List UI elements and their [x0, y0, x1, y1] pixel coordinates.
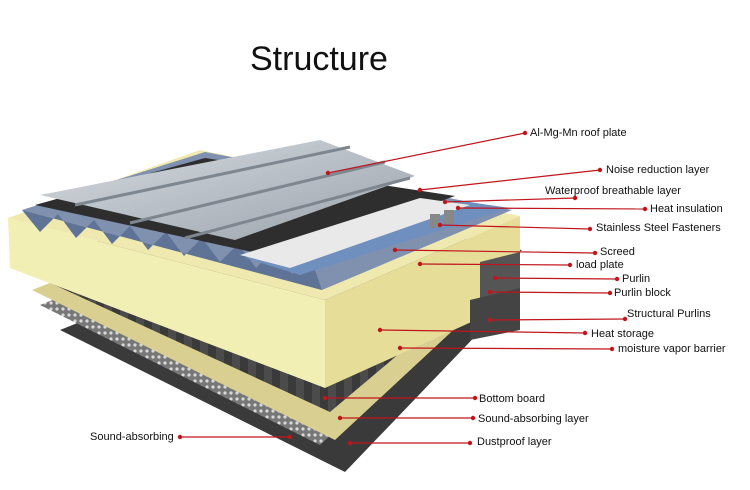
leader-line [419, 169, 601, 191]
layer-label: moisture vapor barrier [618, 343, 726, 355]
layer-label: Screed [600, 246, 635, 258]
leader-line [379, 329, 586, 334]
leader-dot [377, 327, 383, 333]
leader-dot [325, 170, 331, 176]
layer-label: load plate [576, 259, 624, 271]
layer-label: Purlin block [614, 287, 671, 299]
leader-line [457, 207, 646, 210]
roof-plate-shape [40, 140, 415, 240]
layer-label: Al-Mg-Mn roof plate [530, 127, 627, 139]
screed-shape [240, 198, 470, 268]
leader-dot [287, 434, 293, 440]
insulation-side [325, 216, 520, 388]
leader-line [489, 291, 611, 294]
leader-dot [609, 346, 615, 352]
layer-label: Heat insulation [650, 203, 723, 215]
layer-label: Heat storage [591, 328, 654, 340]
leader-dot [572, 195, 578, 201]
leader-dot [442, 199, 448, 205]
leader-dot [622, 316, 628, 322]
leader-dot [642, 206, 648, 212]
leader-dot [522, 130, 528, 136]
roof-seam [129, 160, 386, 225]
leader-dot [592, 250, 598, 256]
leader-dot [322, 395, 328, 401]
leader-line [494, 277, 618, 280]
leader-dot [392, 247, 398, 253]
leader-dot [470, 415, 476, 421]
leader-line [394, 249, 596, 254]
roof-seam [184, 176, 411, 240]
leader-dot [455, 205, 461, 211]
leader-line [439, 224, 591, 230]
leader-dot [487, 289, 493, 295]
layer-label: Dustproof layer [477, 436, 552, 448]
roof-seam [74, 145, 351, 207]
leader-line [419, 263, 571, 266]
leader-dot [347, 440, 353, 446]
leader-line [327, 132, 526, 174]
fastener-shape [430, 214, 440, 228]
layer-label: Sound-absorbing layer [478, 413, 589, 425]
layer-label: Structural Purlins [627, 308, 711, 320]
fastener-shape [444, 210, 454, 224]
leader-dot [437, 222, 443, 228]
deck-front-zigzag [22, 210, 322, 290]
layer-label: Waterproof breathable layer [545, 185, 681, 197]
insulation-front [8, 218, 325, 388]
leader-dot [567, 262, 573, 268]
layer-label: Stainless Steel Fasteners [596, 222, 721, 234]
leader-dot [397, 345, 403, 351]
layer-label: Purlin [622, 273, 650, 285]
leader-dot [607, 290, 613, 296]
leader-dot [614, 276, 620, 282]
leader-dot [587, 226, 593, 232]
diagram-title: Structure [250, 40, 388, 78]
leader-dot [177, 434, 183, 440]
leader-dot [337, 415, 343, 421]
leader-dot [492, 275, 498, 281]
layer-label: Sound-absorbing [90, 431, 174, 443]
leader-dot [472, 395, 478, 401]
structural-purlin-shape [470, 288, 520, 340]
layer-label: Bottom board [479, 393, 545, 405]
leader-line [489, 318, 626, 321]
leader-dot [467, 440, 473, 446]
leader-dot [597, 167, 603, 173]
leader-dot [582, 330, 588, 336]
leader-dot [417, 187, 423, 193]
leader-line [444, 197, 576, 203]
layer-label: Noise reduction layer [606, 164, 710, 176]
leader-dot [417, 261, 423, 267]
leader-line [399, 347, 613, 350]
leader-dot [487, 317, 493, 323]
